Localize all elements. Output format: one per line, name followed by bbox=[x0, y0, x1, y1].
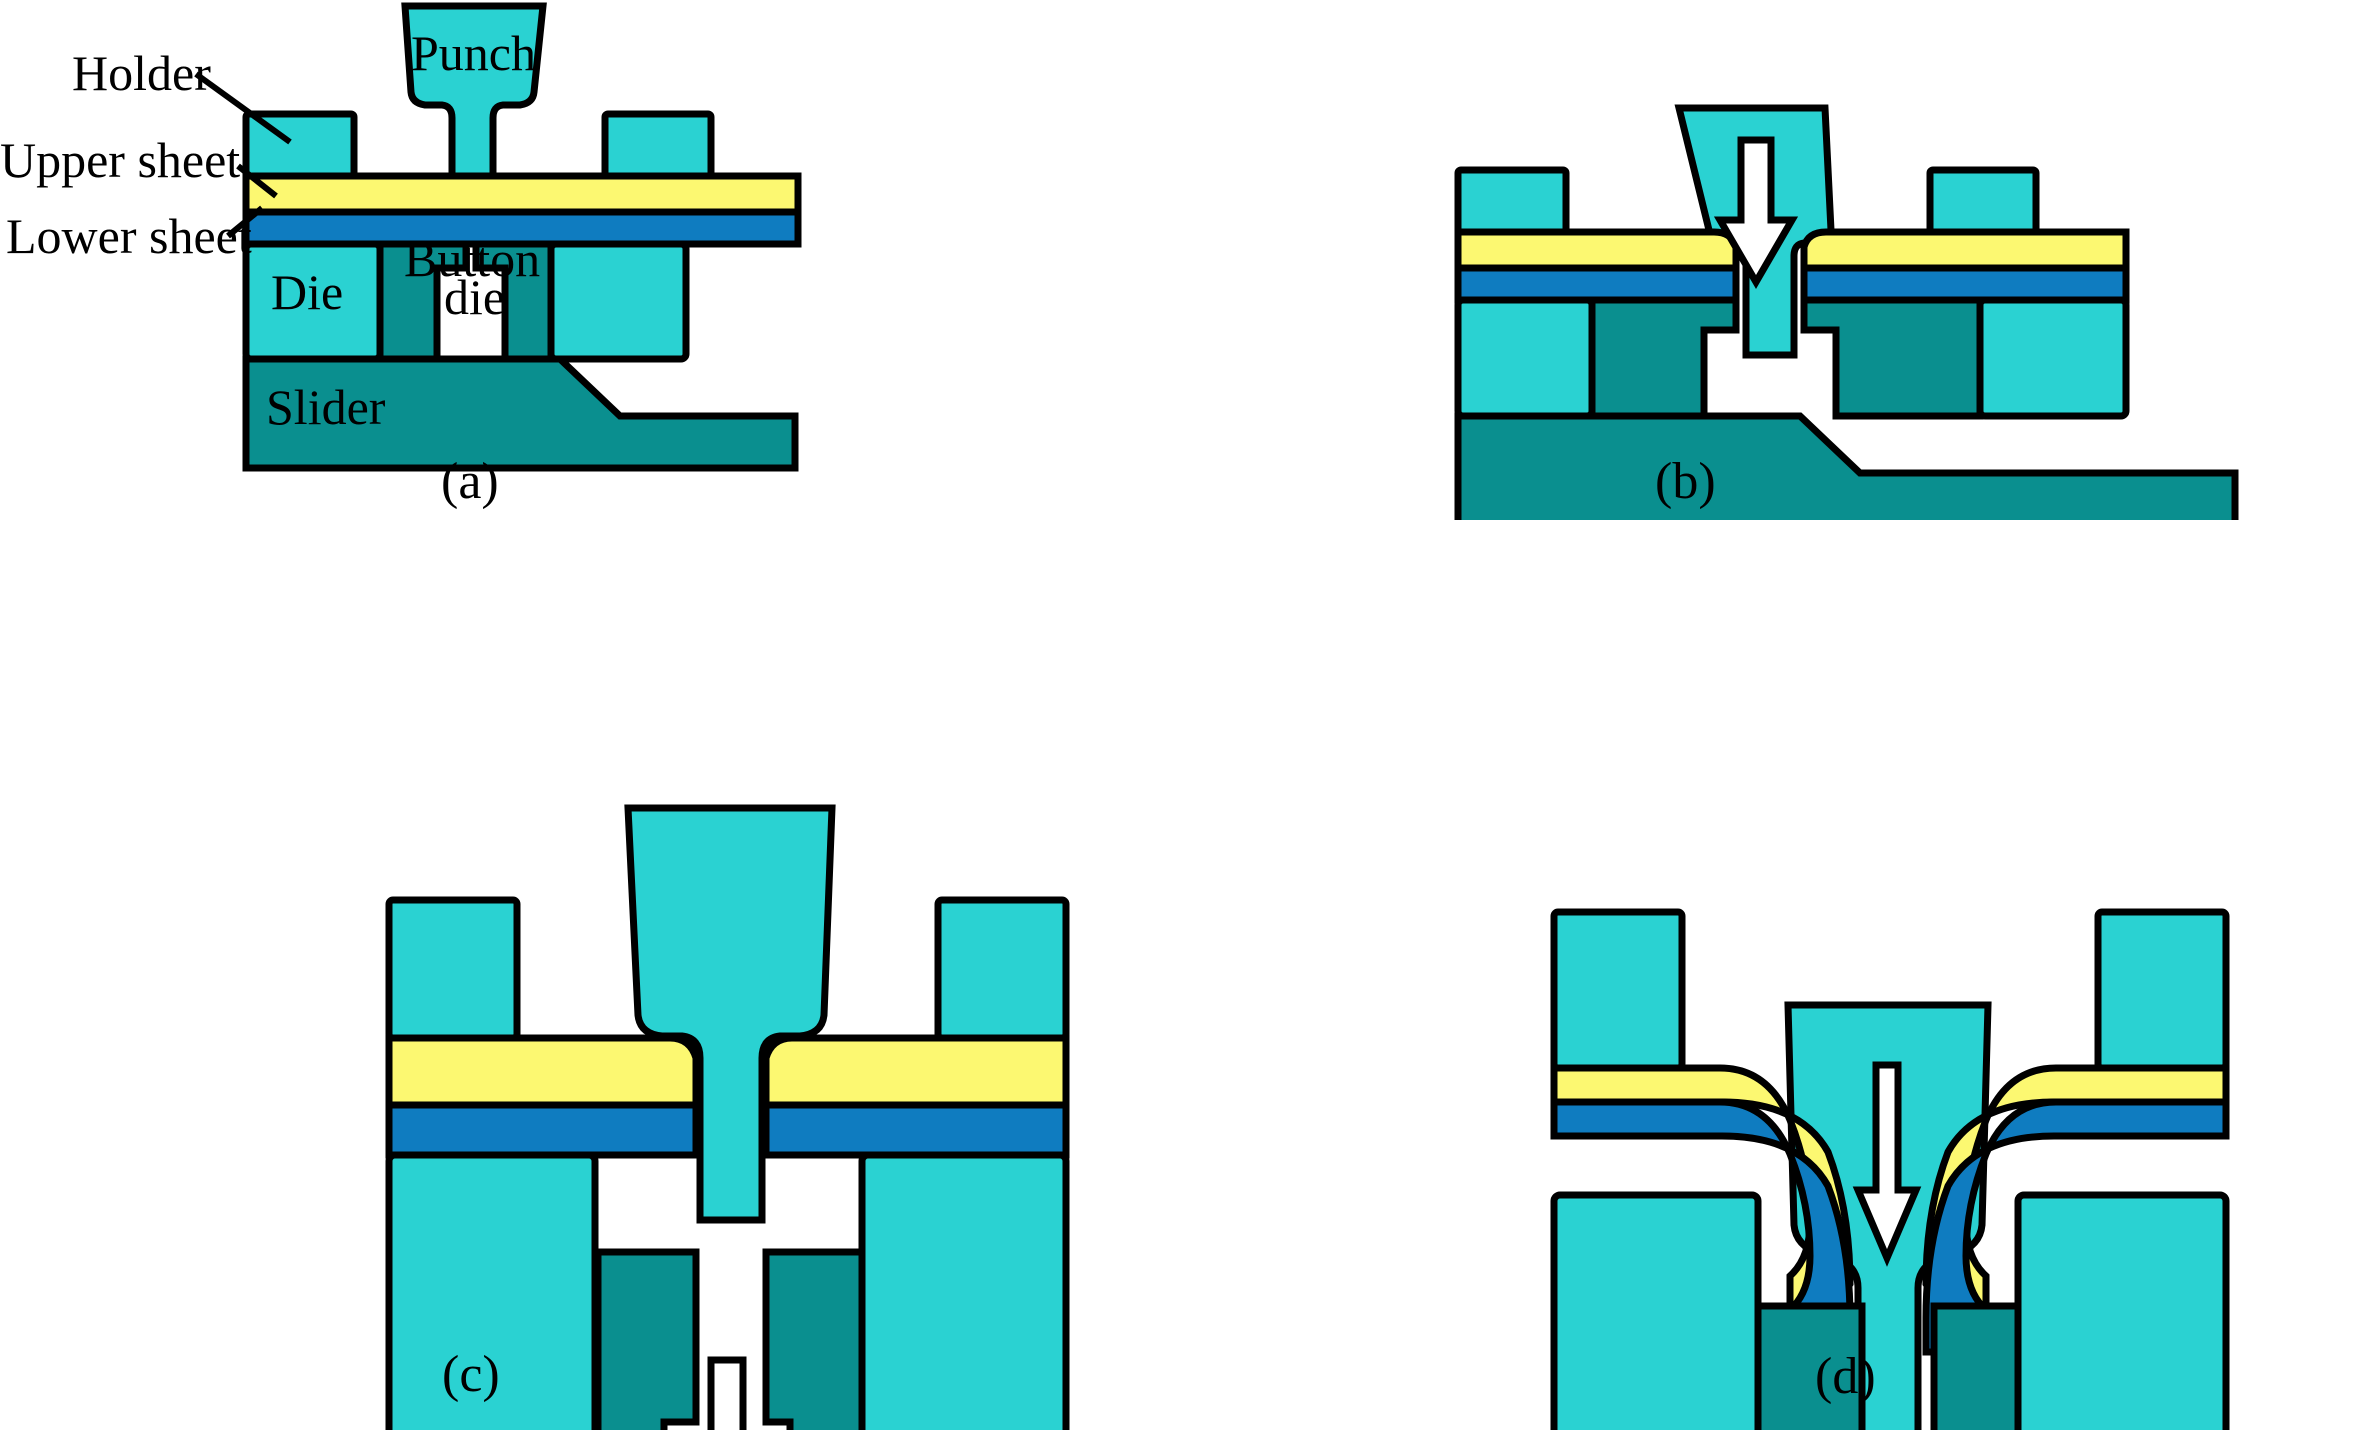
die-right-block bbox=[2014, 1191, 2230, 1430]
lower-sheet-leader-line bbox=[226, 205, 264, 239]
slider-shape bbox=[1454, 412, 2239, 520]
upper-sheet-layer-right bbox=[762, 1034, 1070, 1109]
lower-sheet-layer-left bbox=[385, 1101, 700, 1159]
holder-right bbox=[601, 110, 715, 180]
holder-right bbox=[934, 896, 1070, 1042]
punch-down-arrow-icon bbox=[1852, 1061, 1922, 1267]
button-die-right bbox=[1800, 296, 1984, 420]
upper-sheet-layer-left bbox=[385, 1034, 700, 1109]
label-button-die-line1: Button bbox=[404, 231, 541, 287]
label-holder: Holder bbox=[72, 45, 211, 101]
caption-b: (b) bbox=[1655, 453, 1716, 510]
label-lower-sheet: Lower sheet bbox=[6, 208, 252, 264]
holder-left bbox=[1550, 908, 1686, 1072]
punch-down-arrow-icon bbox=[1713, 136, 1799, 289]
holder-leader-line bbox=[194, 71, 292, 145]
slider-shape bbox=[242, 355, 799, 472]
label-punch: Punch bbox=[411, 25, 536, 81]
button-die-right bbox=[1930, 1302, 2022, 1430]
holder-right bbox=[2094, 908, 2230, 1072]
panel-b-diagram bbox=[1454, 104, 2239, 520]
holder-left bbox=[385, 896, 521, 1042]
label-upper-sheet: Upper sheet bbox=[0, 132, 241, 188]
die-left-block bbox=[1550, 1191, 1762, 1430]
button-die-right bbox=[762, 1248, 866, 1430]
caption-d: (d) bbox=[1815, 1348, 1876, 1405]
lower-sheet-layer-left bbox=[1454, 264, 1740, 304]
caption-a: (a) bbox=[441, 453, 499, 510]
lower-sheet-layer-right bbox=[762, 1101, 1070, 1159]
upper-sheet-layer-left bbox=[1454, 228, 1740, 272]
upper-sheet-layer-right bbox=[1800, 228, 2130, 272]
holder-right bbox=[1926, 166, 2040, 236]
panel-c-diagram bbox=[385, 804, 1070, 1430]
die-right-block bbox=[547, 240, 690, 363]
die-right-block bbox=[1976, 296, 2130, 420]
label-button-die-line2: die bbox=[444, 269, 506, 325]
caption-c: (c) bbox=[442, 1346, 500, 1403]
panel-d-diagram bbox=[1550, 908, 2230, 1430]
holder-left bbox=[1454, 166, 1570, 236]
lower-sheet-layer-right bbox=[1800, 264, 2130, 304]
punch-shape bbox=[624, 804, 836, 1224]
panel-a-diagram bbox=[194, 2, 802, 472]
button-die-down-arrow-icon bbox=[707, 1356, 747, 1430]
button-die-left bbox=[1754, 1302, 1866, 1430]
die-right-block bbox=[858, 1151, 1070, 1430]
die-left-block bbox=[1454, 296, 1596, 420]
label-slider: Slider bbox=[266, 379, 386, 435]
button-die-left bbox=[1588, 296, 1740, 420]
label-die: Die bbox=[271, 264, 344, 320]
button-die-left bbox=[594, 1248, 700, 1430]
upper-sheet-leader-line bbox=[236, 163, 278, 199]
upper-sheet-layer bbox=[242, 172, 802, 216]
